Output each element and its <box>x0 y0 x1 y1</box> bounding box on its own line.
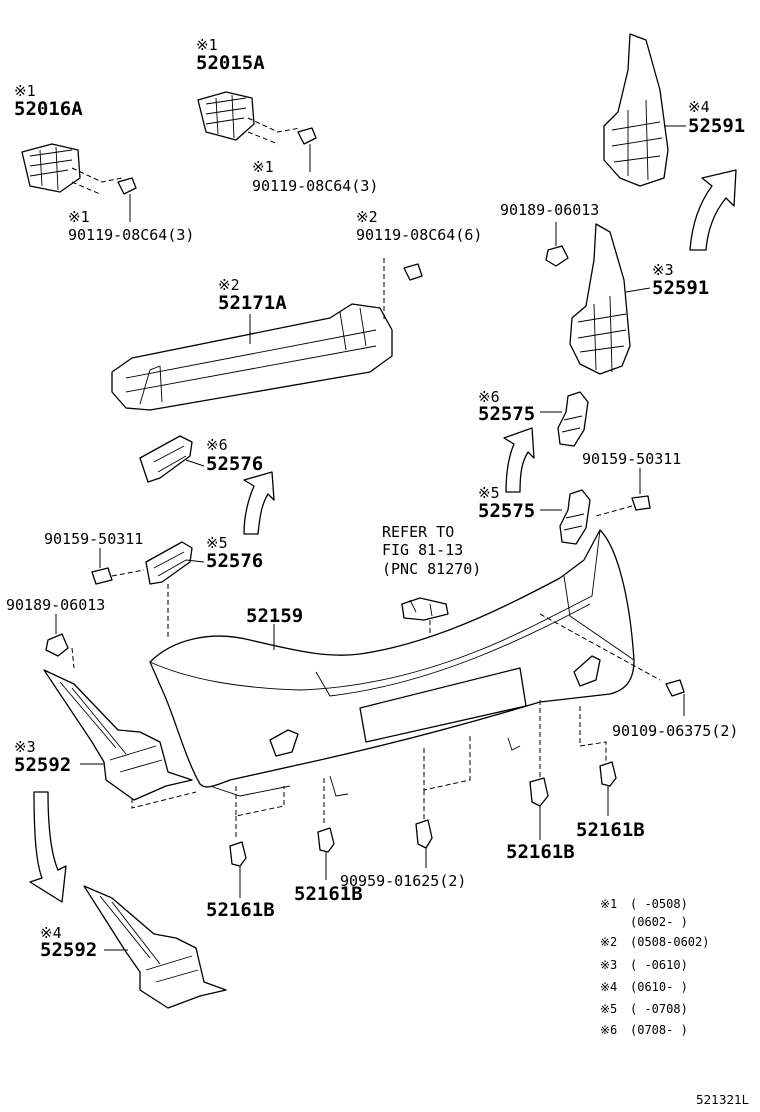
legend-mark: ※6 <box>600 1023 617 1037</box>
bracket-52015A[interactable] <box>197 91 301 145</box>
screw-90109[interactable] <box>665 679 685 716</box>
legend-range: ( -0508) <box>630 897 688 911</box>
clip-90189-left[interactable] <box>45 614 75 669</box>
bracket-52576-lower[interactable] <box>145 541 193 640</box>
label-52576-top: 52576 <box>206 453 263 475</box>
bracket-52016A[interactable] <box>21 143 123 195</box>
legend-range: (0708- ) <box>630 1023 688 1037</box>
label-52016A-note: ※1 <box>14 82 36 100</box>
label-refer-3: (PNC 81270) <box>382 560 481 578</box>
bracket-52591-upper[interactable] <box>603 33 669 187</box>
label-52576-bot: 52576 <box>206 550 263 572</box>
label-52576-bot-note: ※5 <box>206 534 228 552</box>
label-52575-top: 52575 <box>478 403 535 425</box>
arrow-down-left <box>29 791 67 903</box>
bracket-52592-lower[interactable] <box>83 885 227 1009</box>
legend-mark: ※5 <box>600 1002 617 1016</box>
label-52591-mid-note: ※3 <box>652 261 674 279</box>
label-bolt-l: 90119-08C64(3) <box>68 226 194 244</box>
screw-90159-left[interactable] <box>91 548 145 585</box>
label-52161B-m: 52161B <box>294 883 363 905</box>
label-screw-r: 90159-50311 <box>582 450 681 468</box>
bolt-right[interactable] <box>297 127 317 172</box>
bracket-52592-upper[interactable] <box>43 669 193 801</box>
figure-id: 521321L <box>696 1093 749 1107</box>
legend-range: ( -0708) <box>630 1002 688 1016</box>
label-52575-bot-note: ※5 <box>478 484 500 502</box>
label-52591-top-note: ※4 <box>688 98 710 116</box>
label-52161B-c: 52161B <box>506 841 575 863</box>
fastener-52161B-center[interactable] <box>529 777 549 840</box>
arrow-up-left <box>243 471 275 535</box>
legend-range: (0508-0602) <box>630 935 709 949</box>
label-52161B-r: 52161B <box>576 819 645 841</box>
label-52592-top-note: ※3 <box>14 738 36 756</box>
label-52015A-note: ※1 <box>196 36 218 54</box>
legend-range: (0610- ) <box>630 980 688 994</box>
label-52592-top: 52592 <box>14 754 71 776</box>
label-52016A: 52016A <box>14 98 83 120</box>
label-clip-left: 90189-06013 <box>6 596 105 614</box>
clip-90959[interactable] <box>415 819 433 868</box>
legend-mark: ※2 <box>600 935 617 949</box>
label-52171A: 52171A <box>218 292 287 314</box>
label-52161B-l: 52161B <box>206 899 275 921</box>
label-52576-top-note: ※6 <box>206 436 228 454</box>
legend-mark: ※4 <box>600 980 617 994</box>
leader-lines <box>80 125 686 951</box>
arrow-up-small <box>503 427 535 493</box>
label-screw-l: 90159-50311 <box>44 530 143 548</box>
bumper-reinforcement-52171A[interactable] <box>111 258 393 411</box>
bolt-left[interactable] <box>117 177 137 222</box>
label-clip-2: 90959-01625(2) <box>340 872 466 890</box>
label-52592-bot-note: ※4 <box>40 924 62 942</box>
label-refer-2: FIG 81-13 <box>382 541 463 559</box>
legend: ※1 ( -0508) (0602- ) ※2 (0508-0602) ※3 (… <box>600 897 709 1037</box>
bracket-52576-upper[interactable] <box>139 435 193 483</box>
bracket-52575-upper[interactable] <box>540 391 589 447</box>
bolt-6[interactable] <box>403 263 423 281</box>
label-bolt-l-note: ※1 <box>68 208 90 226</box>
legend-range: (0602- ) <box>630 915 688 929</box>
label-52159: 52159 <box>246 605 303 627</box>
legend-mark: ※3 <box>600 958 617 972</box>
label-52592-bot: 52592 <box>40 939 97 961</box>
legend-range: ( -0610) <box>630 958 688 972</box>
label-bolt-r-note: ※1 <box>252 158 274 176</box>
label-bolt6-note: ※2 <box>356 208 378 226</box>
bracket-52591-lower[interactable] <box>569 223 631 375</box>
fastener-dashlines <box>131 700 607 840</box>
label-refer-1: REFER TO <box>382 523 454 541</box>
fastener-52161B-mid[interactable] <box>317 827 335 880</box>
rear-bumper-cover-52159[interactable] <box>149 529 661 797</box>
label-52575-top-note: ※6 <box>478 388 500 406</box>
screw-90159-right[interactable] <box>595 468 651 517</box>
label-52591-mid: 52591 <box>652 277 709 299</box>
fastener-52161B-right[interactable] <box>599 761 617 816</box>
label-52591-top: 52591 <box>688 115 745 137</box>
clip-90189-top[interactable] <box>545 222 569 267</box>
label-52171A-note: ※2 <box>218 276 240 294</box>
legend-mark: ※1 <box>600 897 617 911</box>
label-bolt6: 90119-08C64(6) <box>356 226 482 244</box>
label-bolt-r: 90119-08C64(3) <box>252 177 378 195</box>
label-clip-top: 90189-06013 <box>500 201 599 219</box>
fastener-52161B-left[interactable] <box>229 841 247 898</box>
label-52575-bot: 52575 <box>478 500 535 522</box>
arrow-up-right <box>689 169 737 251</box>
bracket-52575-lower[interactable] <box>540 489 591 545</box>
label-screw-2: 90109-06375(2) <box>612 722 738 740</box>
label-52015A: 52015A <box>196 52 265 74</box>
